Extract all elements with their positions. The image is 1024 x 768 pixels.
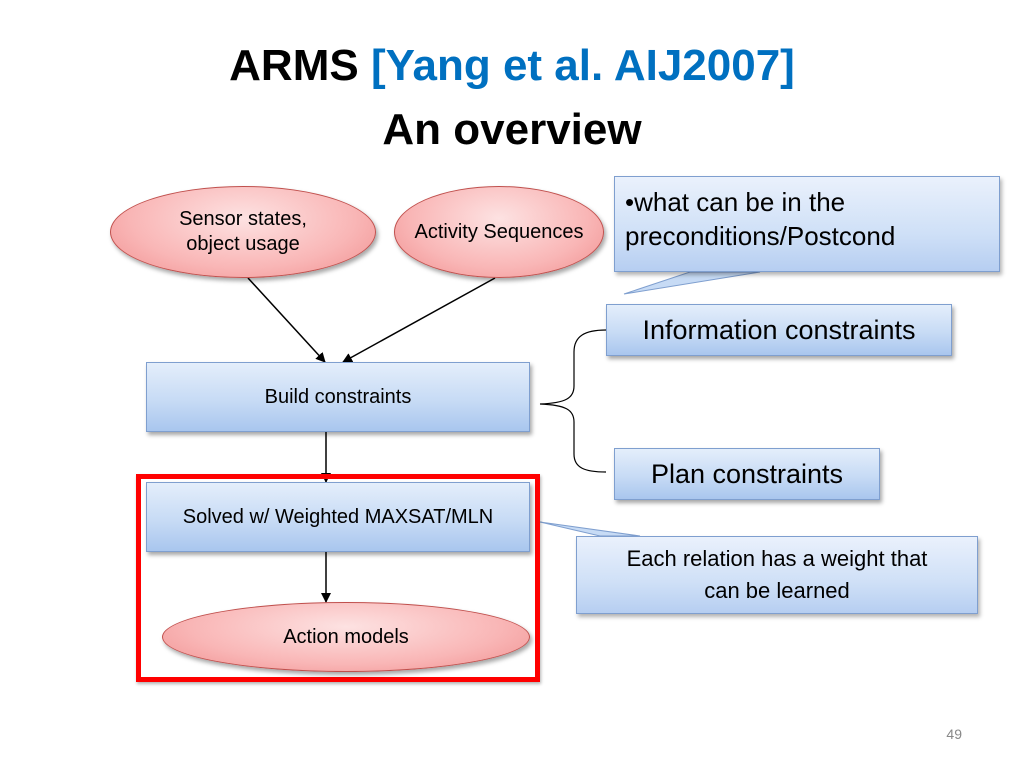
- page-number: 49: [946, 726, 962, 742]
- preconditions-callout-line2: preconditions/Postcond: [625, 221, 896, 251]
- action-models-node: Action models: [162, 602, 530, 672]
- activity-sequences-node: Activity Sequences: [394, 186, 604, 278]
- arrow-sensor-to-build: [247, 277, 326, 363]
- information-constraints-node: Information constraints: [606, 304, 952, 356]
- slide-subtitle: An overview: [382, 105, 642, 154]
- precondition-callout-pointer: [623, 271, 761, 295]
- build-constraints-node: Build constraints: [146, 362, 530, 432]
- sensor-states-node: Sensor states, object usage: [110, 186, 376, 278]
- preconditions-callout: •what can be in the preconditions/Postco…: [614, 176, 1000, 272]
- preconditions-callout-line1: •what can be in the: [625, 187, 846, 217]
- title-main: ARMS: [229, 41, 371, 90]
- plan-constraints-node: Plan constraints: [614, 448, 880, 500]
- weight-callout-pointer: [539, 521, 641, 537]
- title-citation: [Yang et al. AIJ2007]: [370, 41, 795, 90]
- constraints-brace: [539, 329, 607, 473]
- solver-node: Solved w/ Weighted MAXSAT/MLN: [146, 482, 530, 552]
- highlight-frame: [136, 474, 540, 682]
- slide-title: ARMS [Yang et al. AIJ2007]: [0, 40, 1024, 92]
- weight-callout-line1: Each relation has a weight that: [626, 546, 928, 571]
- weight-callout: Each relation has a weight that can be l…: [576, 536, 978, 614]
- weight-callout-line2: can be learned: [704, 578, 850, 603]
- arrow-activity-to-build: [342, 277, 496, 363]
